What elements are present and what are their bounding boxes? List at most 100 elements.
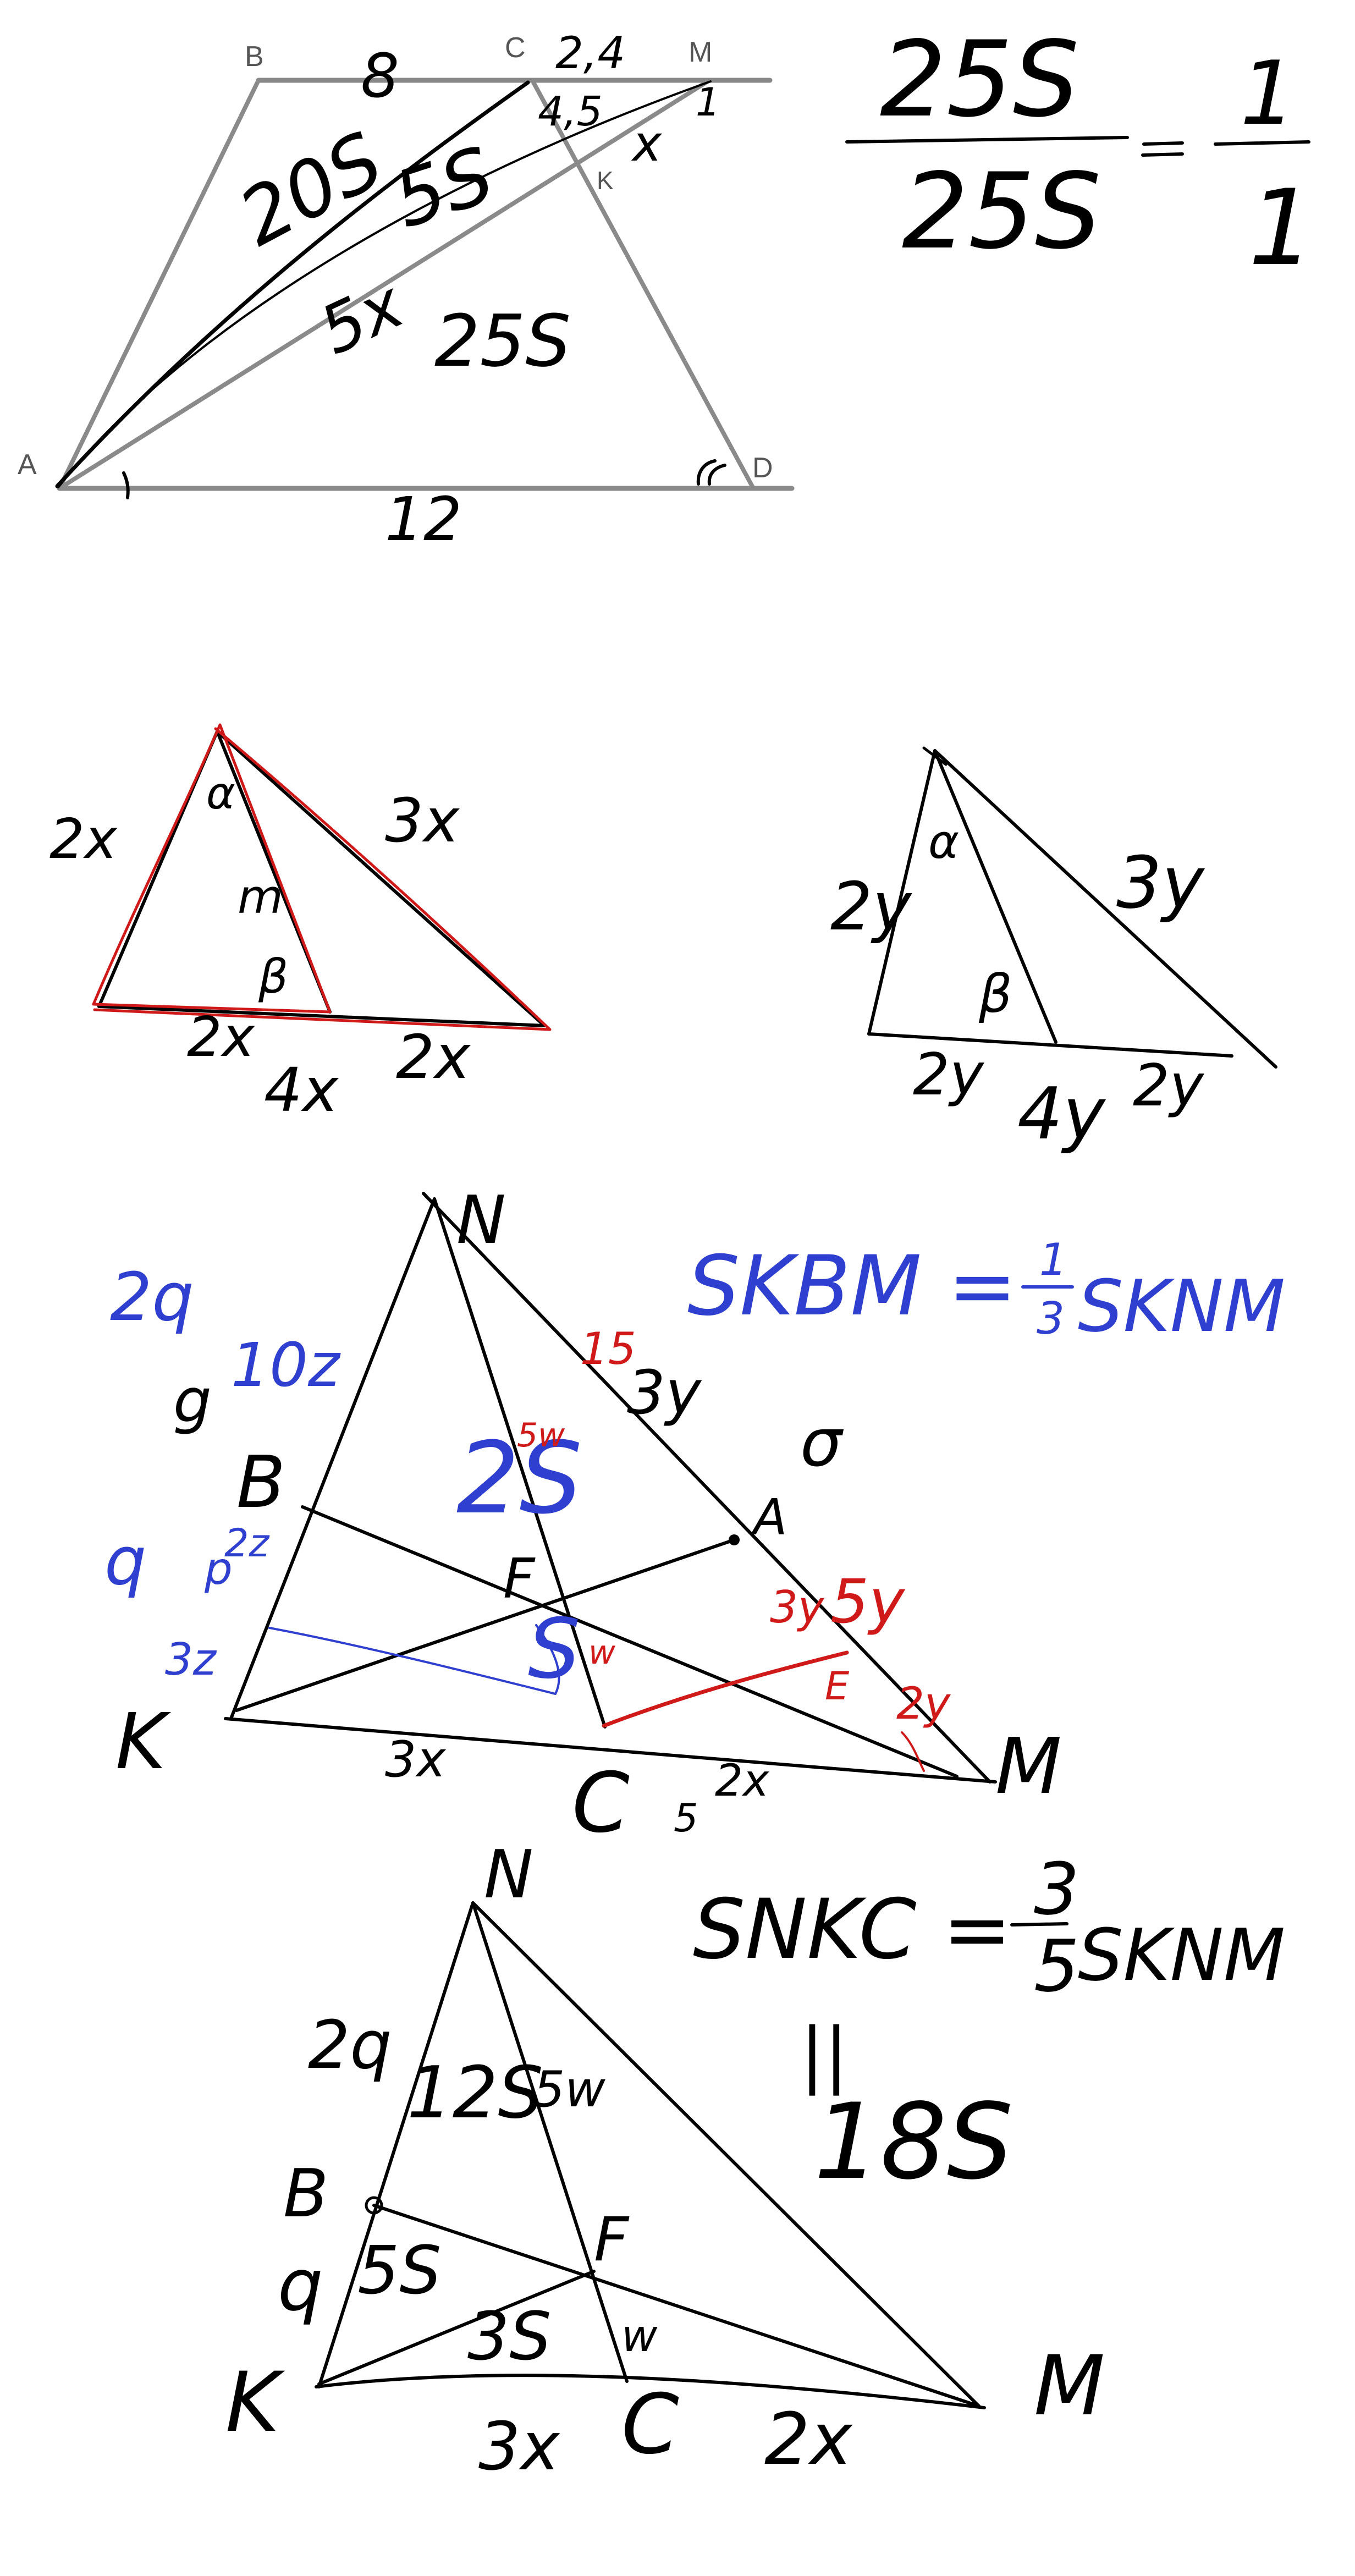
- bot-vertex-c: C: [621, 2377, 679, 2473]
- vertex-a: A: [18, 449, 37, 481]
- bot-label-12s: 12S: [407, 2051, 543, 2134]
- knm-label-my: 2y: [896, 1678, 951, 1729]
- knm-point-a: [729, 1534, 740, 1545]
- bot-point-b: [365, 2196, 383, 2215]
- label-5x: 5x: [309, 266, 416, 370]
- knm-vertex-m: M: [995, 1722, 1062, 1812]
- bot-cevian-nc: [471, 1901, 629, 2383]
- formula-snkc-num: 3: [1034, 1847, 1079, 1931]
- bot-vertex-f: F: [594, 2204, 630, 2275]
- equals-bottom: [1141, 152, 1184, 157]
- bot-cevian-bm: [372, 2204, 981, 2408]
- bot-vertex-k: K: [225, 2355, 285, 2451]
- tri-x-base: [97, 1005, 546, 1027]
- tri-y-median: [933, 749, 1057, 1044]
- bot-label-5s: 5S: [357, 2233, 442, 2309]
- tri-y-alpha: α: [928, 815, 959, 869]
- knm-label-s: S: [528, 1601, 580, 1697]
- tri-y-base: [867, 1032, 1233, 1058]
- knm-vertex-e: E: [825, 1664, 850, 1709]
- label-bc: 8: [361, 41, 399, 111]
- knm-label-a5y: 5y: [830, 1566, 906, 1637]
- bot-side-nk: [317, 1901, 475, 2388]
- knm-red-segment-ce: [602, 1650, 849, 1728]
- line-am: [57, 78, 712, 491]
- vertex-m: M: [688, 36, 712, 68]
- tri-x-base-left: 2x: [187, 1005, 256, 1069]
- knm-label-g: g: [173, 1366, 212, 1436]
- knm-label-3z: 3z: [165, 1634, 217, 1685]
- tri-x-red-outline-left: [92, 723, 332, 1014]
- knm-label-5w: 5w: [517, 1416, 565, 1455]
- tri-y-left-side: [867, 749, 937, 1036]
- fraction-bar: [845, 136, 1129, 144]
- label-cm: 2,4: [555, 27, 625, 79]
- vertex-b: B: [245, 41, 264, 73]
- triangle-y-figure: 2y 3y α β 2y 4y 2y: [830, 746, 1277, 1155]
- knm-blue-curve: [268, 1624, 560, 1695]
- label-4-5: 4,5: [538, 88, 603, 135]
- tri-x-base-mid: 4x: [264, 1055, 339, 1125]
- bot-label-2x: 2x: [764, 2397, 853, 2481]
- formula-snkc-bar: [1010, 1922, 1068, 1927]
- bot-label-5w: 5w: [533, 2061, 605, 2118]
- tri-x-right-side: [216, 730, 546, 1027]
- rhs-denominator: 1: [1248, 167, 1315, 289]
- knm-cevian-ka: [235, 1538, 736, 1712]
- vertex-d: D: [752, 452, 773, 484]
- formula-skbm-rhs: SKNM: [1078, 1264, 1285, 1348]
- tri-y-base-mid: 4y: [1017, 1072, 1106, 1155]
- knm-label-c5: 5: [674, 1796, 698, 1841]
- tri-y-label-right: 3y: [1116, 841, 1205, 924]
- knm-side-nm: [422, 1192, 992, 1784]
- knm-label-area-2s: 2S: [456, 1421, 582, 1536]
- tri-y-beta: β: [978, 964, 1012, 1025]
- angle-mark-d-1: [696, 459, 717, 486]
- formula-snkc-value: 18S: [814, 2081, 1013, 2203]
- formula-skbm: SKBM = 1 3 SKNM: [687, 1234, 1285, 1348]
- knm-side-nk: [229, 1197, 436, 1720]
- bot-label-3x: 3x: [478, 2409, 560, 2485]
- fraction-denominator: 25S: [902, 151, 1101, 272]
- trapezoid-side-ab: [57, 78, 261, 491]
- tri-x-label-right: 3x: [385, 785, 460, 856]
- equals-top: [1142, 141, 1184, 146]
- formula-skbm-num: 1: [1039, 1234, 1067, 1285]
- formula-snkc-lhs: SNKC =: [693, 1882, 1012, 1978]
- formula-skbm-den: 3: [1037, 1293, 1065, 1344]
- rhs-numerator: 1: [1240, 42, 1296, 145]
- knm-vertex-c: C: [572, 1755, 630, 1851]
- vertex-k: K: [597, 166, 614, 195]
- knm-vertex-a: A: [751, 1489, 787, 1546]
- label-area-5s: 5S: [383, 130, 504, 246]
- triangle-knm-figure: N K M B A F C E 3x 2x 5 3y 15 σ 3y 5y 2y…: [104, 1182, 1062, 1851]
- trapezoid-figure: B C M K A D 8 2,4 4,5 1 x 20S 5S 5x 25S …: [18, 27, 795, 554]
- rhs-bar: [1214, 140, 1310, 146]
- knm-label-p: p: [204, 1543, 233, 1594]
- tri-x-beta: β: [258, 950, 288, 1004]
- label-area-25s: 25S: [434, 299, 571, 383]
- knm-vertex-f: F: [503, 1546, 536, 1611]
- bot-label-q: q: [278, 2243, 323, 2327]
- bot-vertex-n: N: [484, 1837, 533, 1913]
- knm-cevian-nc: [433, 1197, 607, 1729]
- formula-snkc: SNKC = 3 5 SKNM || 18S: [693, 1847, 1285, 2203]
- bot-vertex-b: B: [283, 2156, 328, 2232]
- trapezoid-side-cd: [530, 78, 756, 491]
- triangle-x-figure: 2x 3x α m β 2x 4x 2x: [49, 723, 552, 1125]
- tri-y-label-left: 2y: [830, 869, 912, 945]
- knm-label-2z: 2z: [224, 1521, 271, 1566]
- knm-label-cm: 2x: [715, 1755, 770, 1806]
- formula-snkc-rhs: SKNM: [1078, 1913, 1285, 1997]
- knm-vertex-b: B: [236, 1440, 285, 1524]
- bot-label-w: w: [621, 2310, 658, 2362]
- vertex-c: C: [505, 32, 526, 64]
- tri-x-alpha: α: [206, 768, 235, 819]
- tri-y-base-left: 2y: [913, 1041, 985, 1108]
- bot-label-2q: 2q: [308, 2007, 392, 2084]
- fraction-numerator: 25S: [880, 19, 1079, 140]
- formula-snkc-den: 5: [1034, 1924, 1079, 2008]
- knm-label-ny: 3y: [627, 1357, 702, 1428]
- tri-y-right-side: [933, 749, 1277, 1069]
